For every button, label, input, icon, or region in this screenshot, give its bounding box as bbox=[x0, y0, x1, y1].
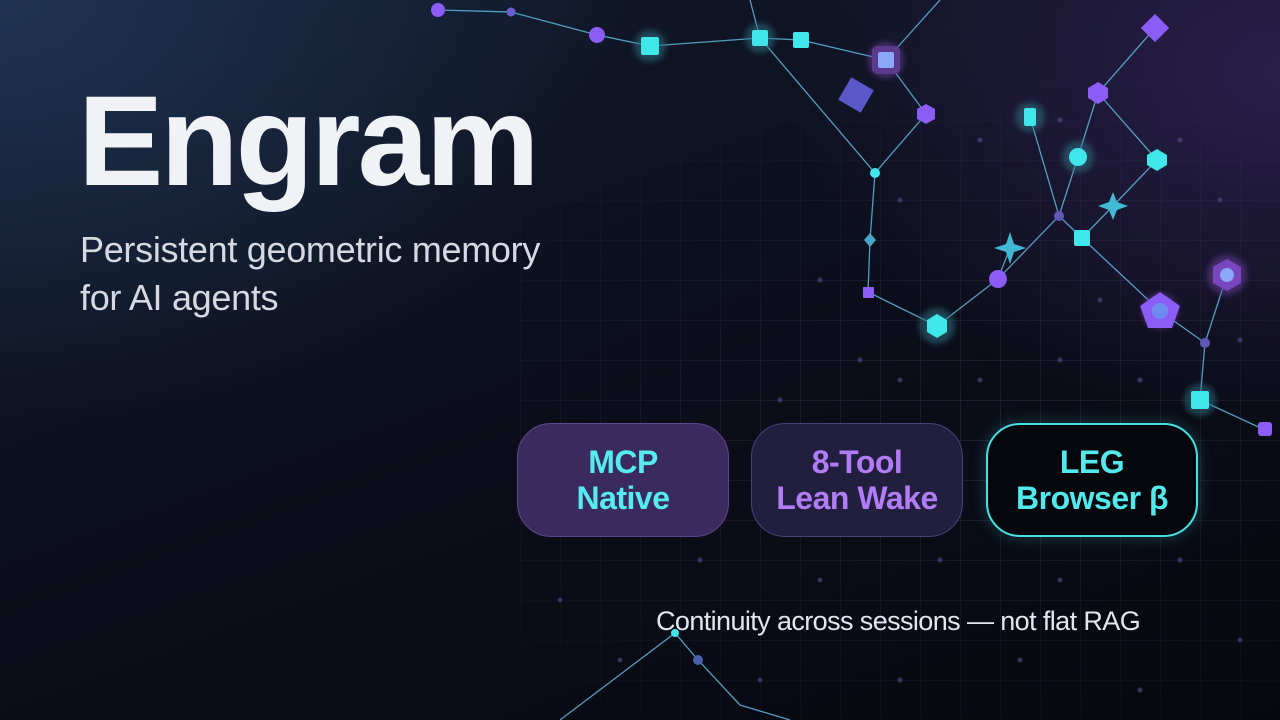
background-grid bbox=[520, 80, 1280, 720]
feature-badge-line-2: Lean Wake bbox=[776, 480, 938, 516]
feature-badge-8-tool-lean-wake: 8-Tool Lean Wake bbox=[751, 423, 963, 537]
feature-badge-line-1: MCP bbox=[588, 444, 658, 480]
feature-badge-line-1: LEG bbox=[1059, 444, 1125, 480]
feature-badge-leg-browser-beta: LEG Browser β bbox=[986, 423, 1198, 537]
feature-badge-line-2: Browser β bbox=[1016, 480, 1168, 516]
subtitle-line-2: for AI agents bbox=[80, 277, 279, 318]
network-nodes bbox=[431, 3, 1272, 665]
subtitle-line-1: Persistent geometric memory bbox=[80, 229, 541, 270]
tagline: Continuity across sessions — not flat RA… bbox=[656, 606, 1141, 636]
feature-badge-mcp-native: MCP Native bbox=[517, 423, 729, 537]
product-subtitle: Persistent geometric memory for AI agent… bbox=[80, 226, 680, 322]
feature-badge-line-1: 8-Tool bbox=[811, 444, 903, 480]
dot-field bbox=[557, 117, 1243, 693]
product-title: Engram bbox=[78, 70, 540, 213]
feature-badge-line-2: Native bbox=[576, 480, 670, 516]
